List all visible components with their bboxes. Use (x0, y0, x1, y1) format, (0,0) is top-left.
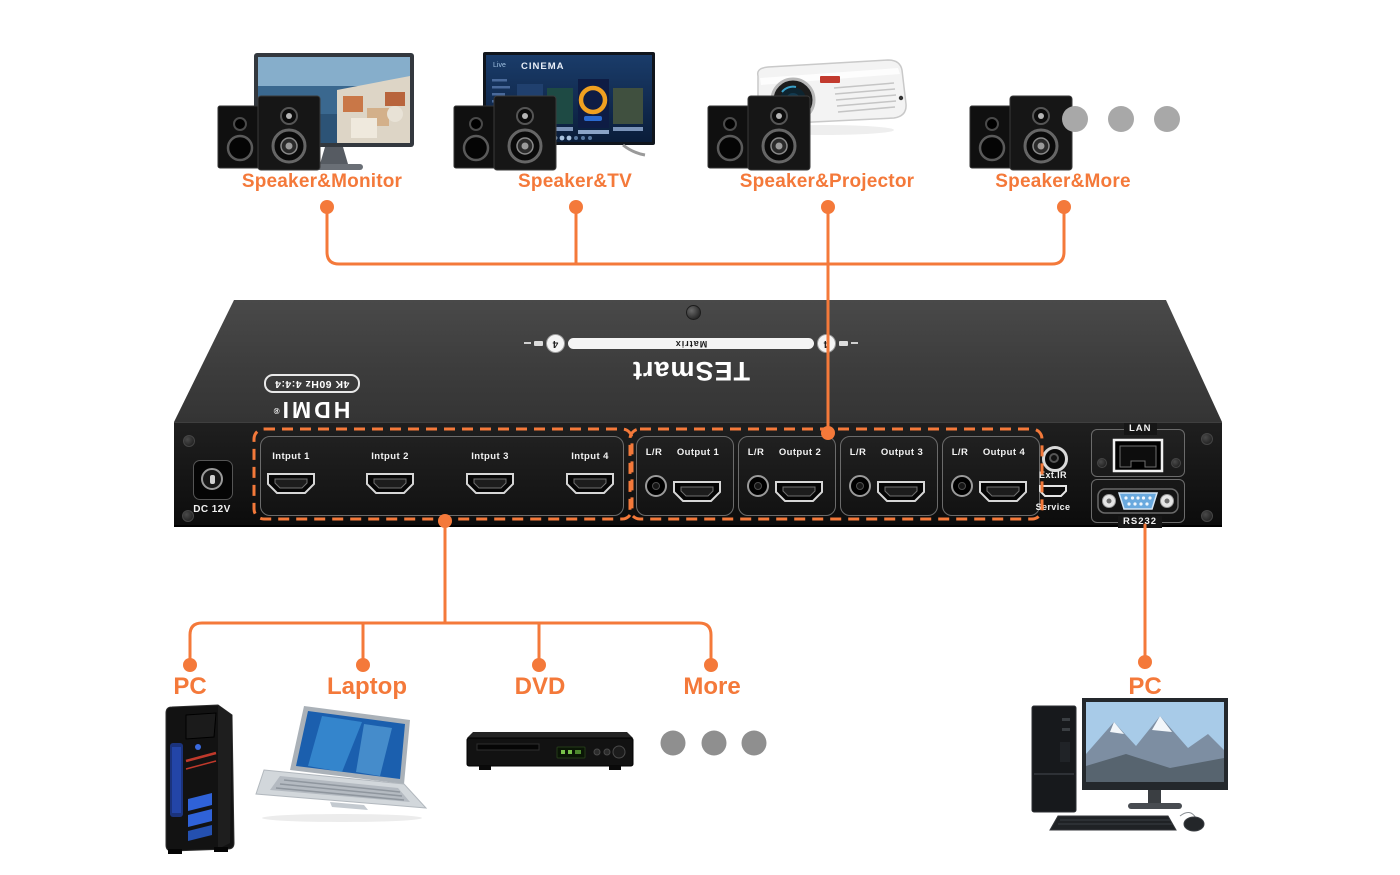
matrix-front-panel: DC 12V Intput 1 Intput 2 Intput 3 Intput… (174, 422, 1222, 528)
dc-power-label: DC 12V (193, 504, 231, 515)
output-2-group: L/R Output 2 (738, 436, 836, 516)
screw-icon (1201, 510, 1213, 522)
label-control-pc: PC (1128, 673, 1162, 700)
audio-lr-jack (849, 475, 871, 497)
output-3-label: Output 3 (880, 447, 924, 458)
screw-icon (182, 510, 194, 522)
hdmi-port (566, 473, 614, 494)
badge-number-right: 4 (546, 334, 565, 353)
output-1-group: L/R Output 1 (636, 436, 734, 516)
lan-group: LAN (1091, 423, 1185, 477)
speakers-icon (217, 95, 321, 171)
label-speaker-monitor: Speaker&Monitor (241, 171, 403, 192)
rs232-group: RS232 (1091, 479, 1185, 528)
ellipsis-dots-icon (660, 730, 767, 756)
audio-lr-jack (747, 475, 769, 497)
output-bus-line (325, 205, 1066, 266)
lr-jack-label: L/R (645, 447, 663, 458)
laptop-illustration (255, 706, 428, 822)
dvd-player-illustration (466, 732, 634, 770)
input-4-label: Intput 4 (571, 451, 609, 462)
badge-number-left: 4 (817, 334, 836, 353)
speakers-icon (969, 95, 1073, 171)
input-bus-line (188, 621, 713, 666)
lr-jack-label: L/R (951, 447, 969, 458)
input-1-label: Intput 1 (272, 451, 310, 462)
tv-title: CINEMA (521, 61, 564, 72)
rj45-port (1112, 438, 1164, 473)
output-4-label: Output 4 (982, 447, 1026, 458)
audio-lr-jack (645, 475, 667, 497)
label-more: More (683, 673, 741, 700)
screw-icon (686, 305, 701, 320)
hdmi-port (877, 481, 925, 502)
lan-label: LAN (1124, 423, 1157, 435)
lr-jack-label: L/R (849, 447, 867, 458)
screw-icon (183, 435, 195, 447)
hdmi-logo: HDMI® (273, 397, 351, 424)
hdmi-port (267, 473, 315, 494)
hdmi-port (366, 473, 414, 494)
tv-nav-label: Live (493, 62, 506, 69)
speakers-icon (707, 95, 811, 171)
speakers-icon (453, 95, 557, 171)
micro-usb-port (1039, 485, 1067, 497)
input-2-label: Intput 2 (371, 451, 409, 462)
ellipsis-dots-icon (1062, 106, 1180, 132)
hdmi-port (979, 481, 1027, 502)
ext-ir-label: Ext.IR (1039, 470, 1067, 480)
label-speaker-tv: Speaker&TV (518, 171, 632, 192)
hdmi-4k-badge: 4K 60Hz 4:4:4 (263, 374, 361, 394)
audio-lr-jack (951, 475, 973, 497)
rs232-db9-port (1097, 488, 1179, 514)
hdmi-port (673, 481, 721, 502)
hdmi-logo-group: HDMI® 4K 60Hz 4:4:4 (210, 374, 414, 424)
desktop-pc-illustration (1031, 698, 1228, 832)
service-label: Service (1035, 502, 1071, 512)
label-speaker-projector: Speaker&Projector (739, 171, 915, 192)
brand-name: TESmart (631, 356, 751, 386)
hdmi-port (775, 481, 823, 502)
badge-text: Matrix (568, 338, 814, 349)
matrix-top-face: HDMI® 4K 60Hz 4:4:4 TESmart 4 Matrix 4 (174, 300, 1222, 424)
rs232-label: RS232 (1118, 516, 1163, 528)
lr-jack-label: L/R (747, 447, 765, 458)
screw-icon (1201, 433, 1213, 445)
output-3-group: L/R Output 3 (840, 436, 938, 516)
screw-icon (1097, 458, 1107, 468)
pc-tower-illustration (165, 704, 235, 854)
dc-power-jack (193, 460, 233, 500)
output-2-label: Output 2 (778, 447, 822, 458)
screw-icon (1171, 458, 1181, 468)
label-laptop: Laptop (327, 673, 407, 700)
label-pc: PC (173, 673, 207, 700)
label-dvd: DVD (514, 673, 566, 700)
brand-logo-group: TESmart 4 Matrix 4 (524, 334, 858, 386)
output-1-label: Output 1 (676, 447, 720, 458)
hdmi-port (466, 473, 514, 494)
ext-ir-jack (1042, 446, 1068, 472)
label-speaker-more: Speaker&More (995, 171, 1131, 192)
input-3-label: Intput 3 (471, 451, 509, 462)
matrix-badge: 4 Matrix 4 (524, 334, 858, 353)
